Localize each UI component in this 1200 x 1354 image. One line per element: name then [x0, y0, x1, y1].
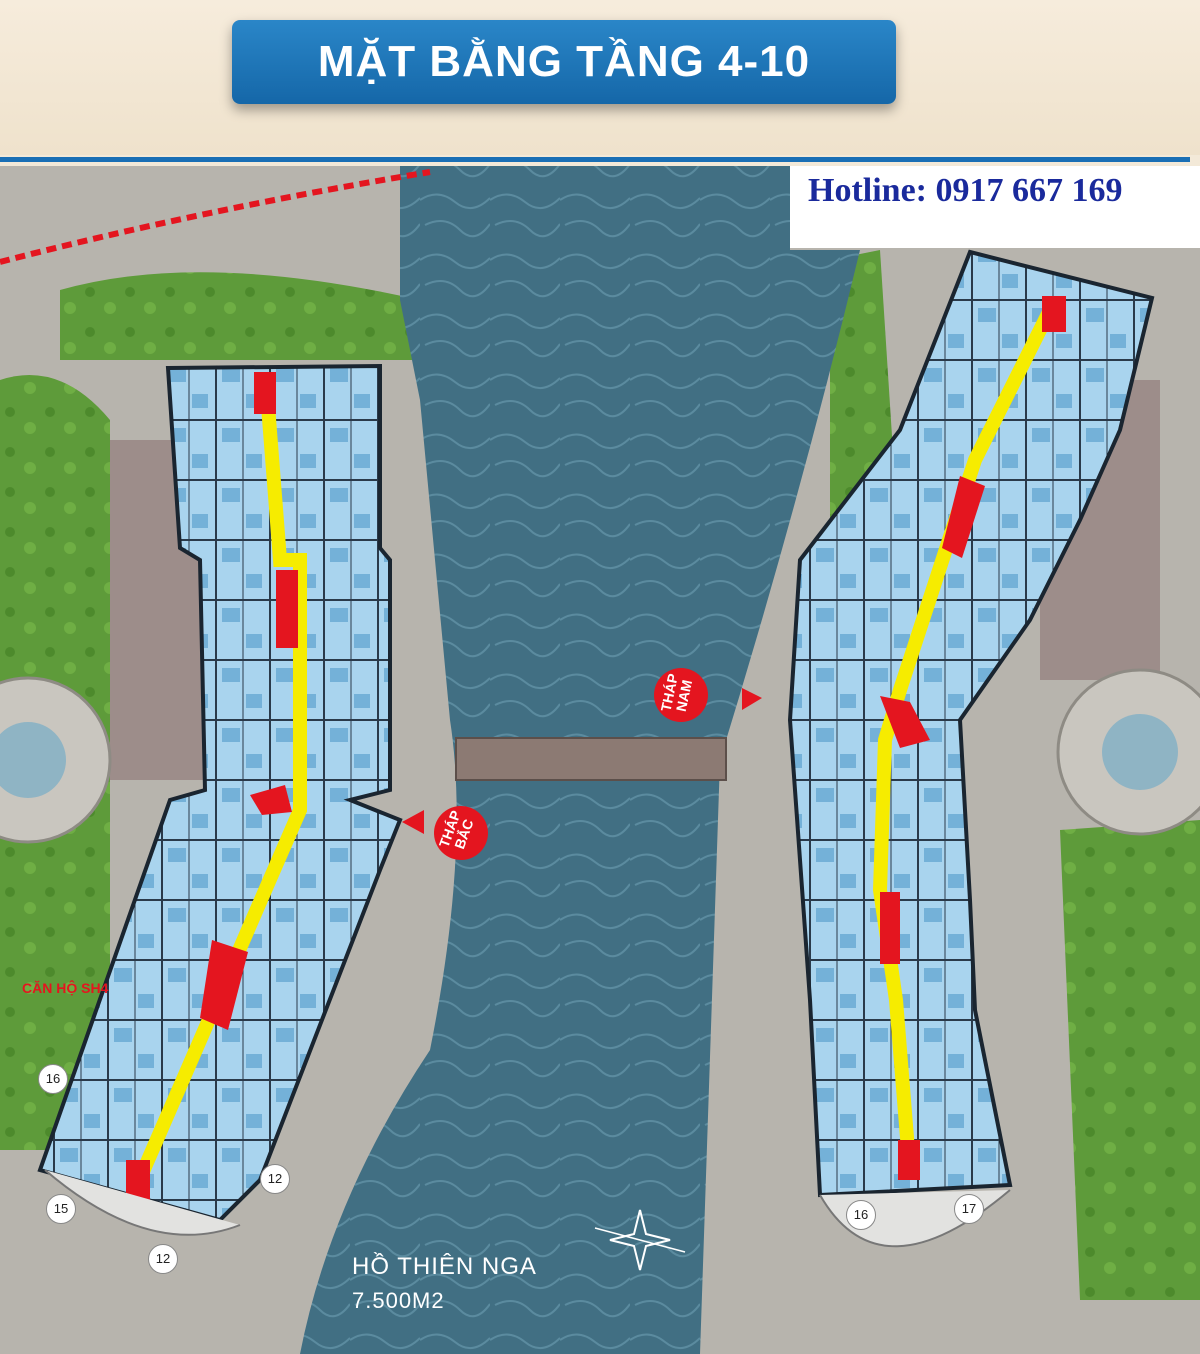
marker-left-15: 15 — [46, 1194, 76, 1224]
header: MẶT BẰNG TẦNG 4-10 — [0, 0, 1200, 155]
marker-left-16: 16 — [38, 1064, 68, 1094]
top-garden — [60, 272, 420, 360]
title-banner: MẶT BẰNG TẦNG 4-10 — [232, 20, 896, 104]
right-garden — [1060, 820, 1200, 1300]
north-tower-pointer — [402, 810, 424, 834]
marker-right-17: 17 — [954, 1194, 984, 1224]
unit-label: CĂN HỘ SH4 — [22, 980, 109, 996]
marker-right-16: 16 — [846, 1200, 876, 1230]
left-fountain — [0, 722, 66, 798]
boundary-line — [0, 169, 431, 265]
north-tower — [37, 363, 403, 1236]
compass-rose — [594, 1209, 686, 1271]
site-plan-map — [0, 166, 1200, 1354]
header-divider — [0, 157, 1190, 162]
south-tower — [787, 249, 1155, 1248]
bridge — [455, 737, 727, 781]
lake-area: 7.500M2 — [352, 1288, 445, 1313]
hotline: Hotline: 0917 667 169 — [808, 172, 1123, 209]
lake-name: HỒ THIÊN NGA — [352, 1253, 537, 1280]
right-fountain — [1102, 714, 1178, 790]
hotline-box — [790, 166, 1200, 248]
marker-left-12-upper: 12 — [260, 1164, 290, 1194]
south-tower-pointer — [742, 688, 762, 710]
marker-left-12-lower: 12 — [148, 1244, 178, 1274]
page-title: MẶT BẰNG TẦNG 4-10 — [317, 37, 811, 86]
